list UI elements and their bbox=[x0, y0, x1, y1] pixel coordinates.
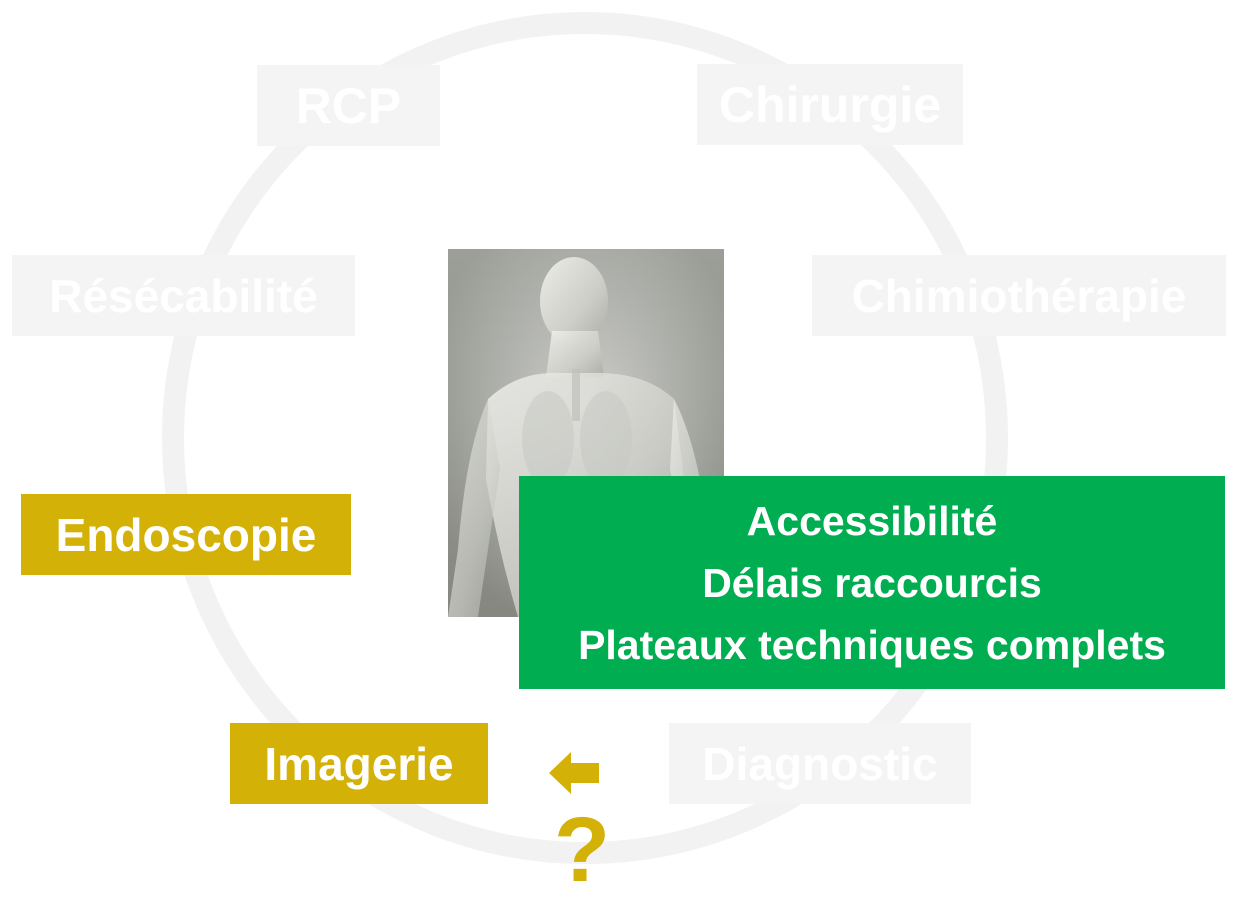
benefit-item: Délais raccourcis bbox=[702, 559, 1042, 606]
step-endoscopie: Endoscopie bbox=[21, 494, 351, 575]
step-resecabilite: Résécabilité bbox=[12, 255, 355, 336]
benefits-box: Accessibilité Délais raccourcis Plateaux… bbox=[519, 476, 1225, 689]
step-resecabilite-label: Résécabilité bbox=[49, 269, 318, 322]
step-rcp: RCP bbox=[257, 65, 440, 146]
benefit-item: Accessibilité bbox=[746, 497, 998, 544]
step-rcp-label: RCP bbox=[295, 77, 402, 134]
step-chirurgie: Chirurgie bbox=[697, 64, 963, 145]
step-diagnostic: Diagnostic bbox=[669, 723, 971, 804]
step-chimiotherapie-label: Chimiothérapie bbox=[851, 269, 1187, 322]
benefit-item: Plateaux techniques complets bbox=[578, 621, 1166, 668]
question-mark: ? bbox=[553, 799, 611, 901]
step-imagerie: Imagerie bbox=[230, 723, 488, 804]
step-imagerie-label: Imagerie bbox=[264, 737, 454, 790]
arrow-left-icon bbox=[549, 752, 599, 794]
step-diagnostic-label: Diagnostic bbox=[702, 737, 938, 790]
step-chimiotherapie: Chimiothérapie bbox=[812, 255, 1226, 336]
step-chirurgie-label: Chirurgie bbox=[718, 76, 942, 133]
step-endoscopie-label: Endoscopie bbox=[55, 508, 317, 561]
